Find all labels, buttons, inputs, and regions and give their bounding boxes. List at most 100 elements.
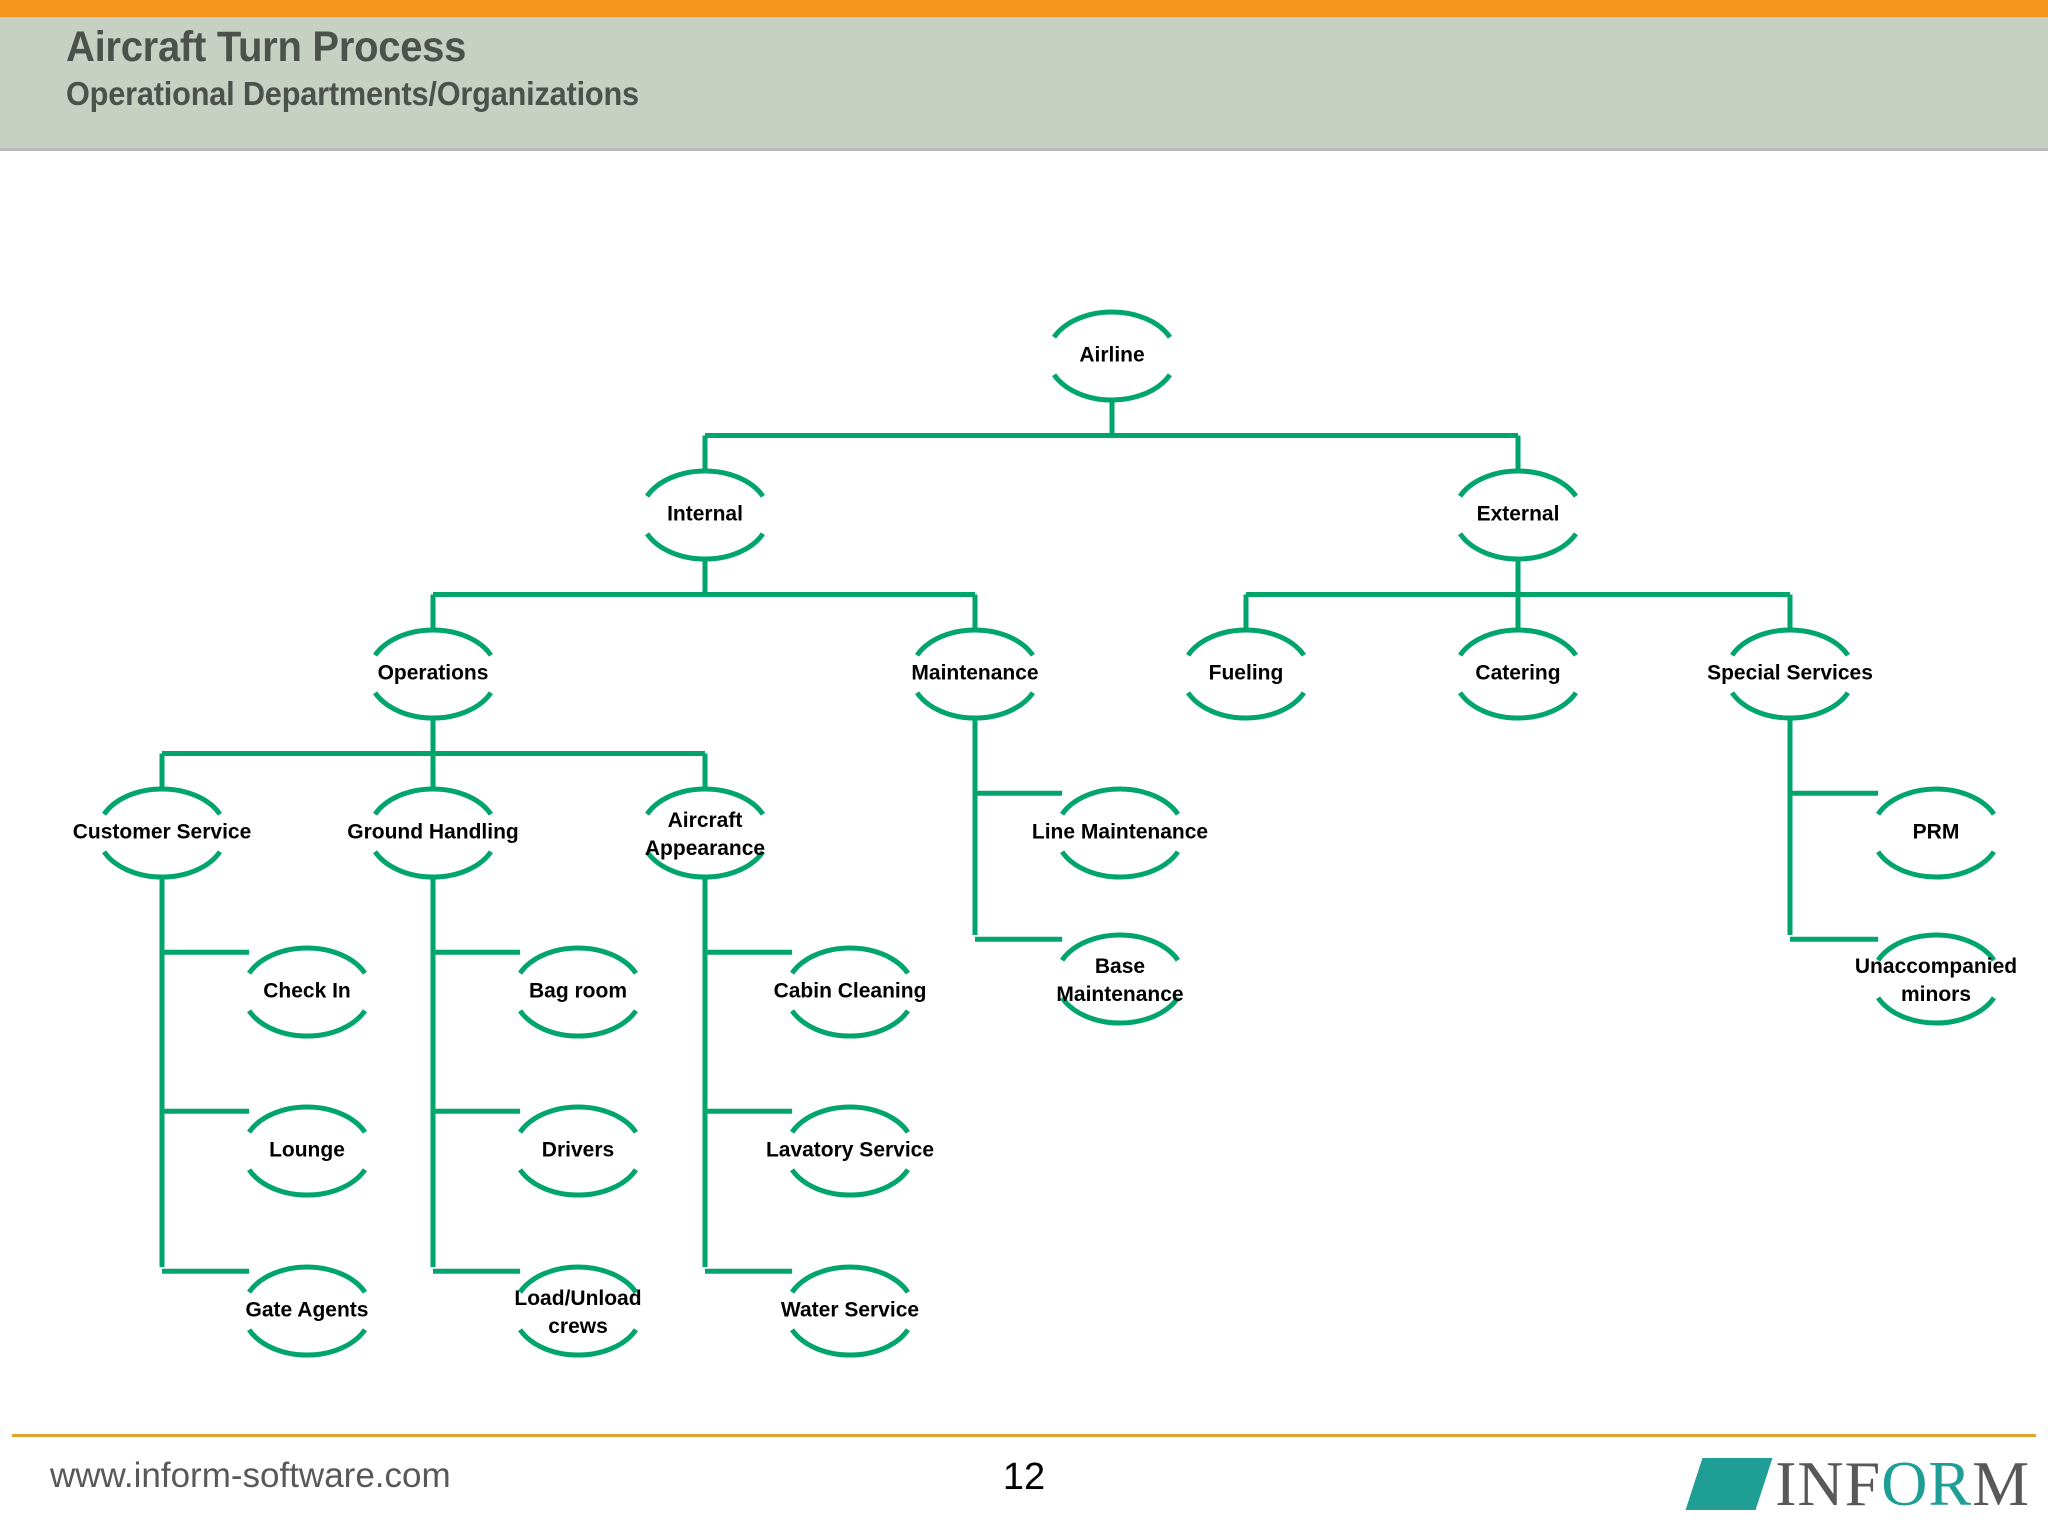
node-arc-top-icon (1876, 786, 1996, 816)
node-arc-bottom-icon (1052, 373, 1172, 403)
chart-node-drivers[interactable]: Drivers (518, 1104, 638, 1198)
logo-word-part-3: M (1972, 1448, 2030, 1519)
chart-node-internal[interactable]: Internal (645, 468, 765, 562)
node-arc-top-icon (1876, 932, 1996, 962)
node-arc-bottom-icon (247, 1168, 367, 1198)
node-arc-bottom-icon (1730, 691, 1850, 721)
node-arc-bottom-icon (645, 532, 765, 562)
page-subtitle: Operational Departments/Organizations (66, 75, 639, 112)
node-arc-bottom-icon (247, 1009, 367, 1039)
node-arc-top-icon (247, 1104, 367, 1134)
node-label-lounge: Lounge (269, 1139, 345, 1162)
node-arc-top-icon (1060, 932, 1180, 962)
node-arc-top-icon (247, 1264, 367, 1294)
chart-node-external[interactable]: External (1458, 468, 1578, 562)
node-arc-bottom-icon (247, 1328, 367, 1358)
node-arc-top-icon (518, 945, 638, 975)
chart-node-bag-room[interactable]: Bag room (518, 945, 638, 1039)
chart-node-maintenance[interactable]: Maintenance (911, 627, 1039, 721)
node-label-fueling: Fueling (1209, 662, 1284, 685)
chart-node-customer-service[interactable]: Customer Service (73, 786, 252, 880)
header-divider (0, 148, 2048, 151)
chart-node-airline[interactable]: Airline (1052, 309, 1172, 403)
node-arc-top-icon (518, 1264, 638, 1294)
node-arc-bottom-icon (1186, 691, 1306, 721)
inform-logo: INFORM (1685, 1452, 2030, 1516)
node-arc-top-icon (102, 786, 222, 816)
page-number: 12 (1002, 1456, 1046, 1498)
node-label-airline: Airline (1079, 344, 1144, 367)
node-arc-bottom-icon (1876, 996, 1996, 1026)
chart-node-lounge[interactable]: Lounge (247, 1104, 367, 1198)
node-label-internal: Internal (667, 503, 743, 526)
chart-node-prm[interactable]: PRM (1876, 786, 1996, 880)
node-label-ground-handling: Ground Handling (347, 821, 518, 844)
chart-node-cabin-cleaning[interactable]: Cabin Cleaning (774, 945, 927, 1039)
node-arc-top-icon (1458, 468, 1578, 498)
logo-word-part-1: INF (1775, 1448, 1882, 1519)
header-accent-bar (0, 0, 2048, 17)
node-arc-bottom-icon (518, 1009, 638, 1039)
node-label-external: External (1477, 503, 1560, 526)
node-arc-bottom-icon (518, 1168, 638, 1198)
node-label-catering: Catering (1475, 662, 1560, 685)
node-label-cabin-cleaning: Cabin Cleaning (774, 980, 927, 1003)
node-arc-bottom-icon (790, 1328, 910, 1358)
slide-header: Aircraft Turn Process Operational Depart… (0, 0, 2048, 148)
node-arc-top-icon (790, 1264, 910, 1294)
chart-node-catering[interactable]: Catering (1458, 627, 1578, 721)
chart-node-fueling[interactable]: Fueling (1186, 627, 1306, 721)
chart-node-lavatory-service[interactable]: Lavatory Service (766, 1104, 934, 1198)
node-arc-bottom-icon (1060, 996, 1180, 1026)
node-arc-bottom-icon (518, 1328, 638, 1358)
node-label-bag-room: Bag room (529, 980, 627, 1003)
footer-divider (12, 1434, 2036, 1437)
node-label-drivers: Drivers (542, 1139, 614, 1162)
footer-website-link[interactable]: www.inform-software.com (50, 1456, 451, 1495)
node-arc-bottom-icon (1458, 532, 1578, 562)
node-arc-top-icon (915, 627, 1035, 657)
logo-wordmark: INFORM (1775, 1452, 2030, 1516)
chart-node-water-service[interactable]: Water Service (781, 1264, 919, 1358)
node-label-operations: Operations (378, 662, 489, 685)
node-arc-bottom-icon (790, 1009, 910, 1039)
chart-node-line-maintenance[interactable]: Line Maintenance (1032, 786, 1208, 880)
node-arc-bottom-icon (373, 850, 493, 880)
node-arc-top-icon (1730, 627, 1850, 657)
node-arc-top-icon (790, 945, 910, 975)
node-arc-top-icon (373, 786, 493, 816)
chart-node-gate-agents[interactable]: Gate Agents (246, 1264, 369, 1358)
connector-lines (159, 400, 1879, 1274)
node-arc-bottom-icon (102, 850, 222, 880)
node-arc-bottom-icon (1060, 850, 1180, 880)
node-label-special-services: Special Services (1707, 662, 1873, 685)
page-title: Aircraft Turn Process (66, 23, 467, 71)
node-label-customer-service: Customer Service (73, 821, 252, 844)
node-arc-bottom-icon (373, 691, 493, 721)
title-block: Aircraft Turn Process Operational Depart… (66, 24, 1566, 112)
chart-node-ground-handling[interactable]: Ground Handling (347, 786, 519, 880)
logo-word-part-2: OR (1881, 1448, 1973, 1519)
chart-node-check-in[interactable]: Check In (247, 945, 367, 1039)
node-arc-top-icon (247, 945, 367, 975)
node-arc-top-icon (645, 786, 765, 816)
node-arc-top-icon (1060, 786, 1180, 816)
node-label-prm: PRM (1913, 821, 1960, 844)
node-label-line-maintenance: Line Maintenance (1032, 821, 1208, 844)
node-arc-top-icon (518, 1104, 638, 1134)
chart-node-operations[interactable]: Operations (373, 627, 493, 721)
chart-node-special-services[interactable]: Special Services (1707, 627, 1873, 721)
logo-parallelogram-icon (1685, 1458, 1773, 1510)
node-arc-top-icon (790, 1104, 910, 1134)
node-arc-bottom-icon (1458, 691, 1578, 721)
